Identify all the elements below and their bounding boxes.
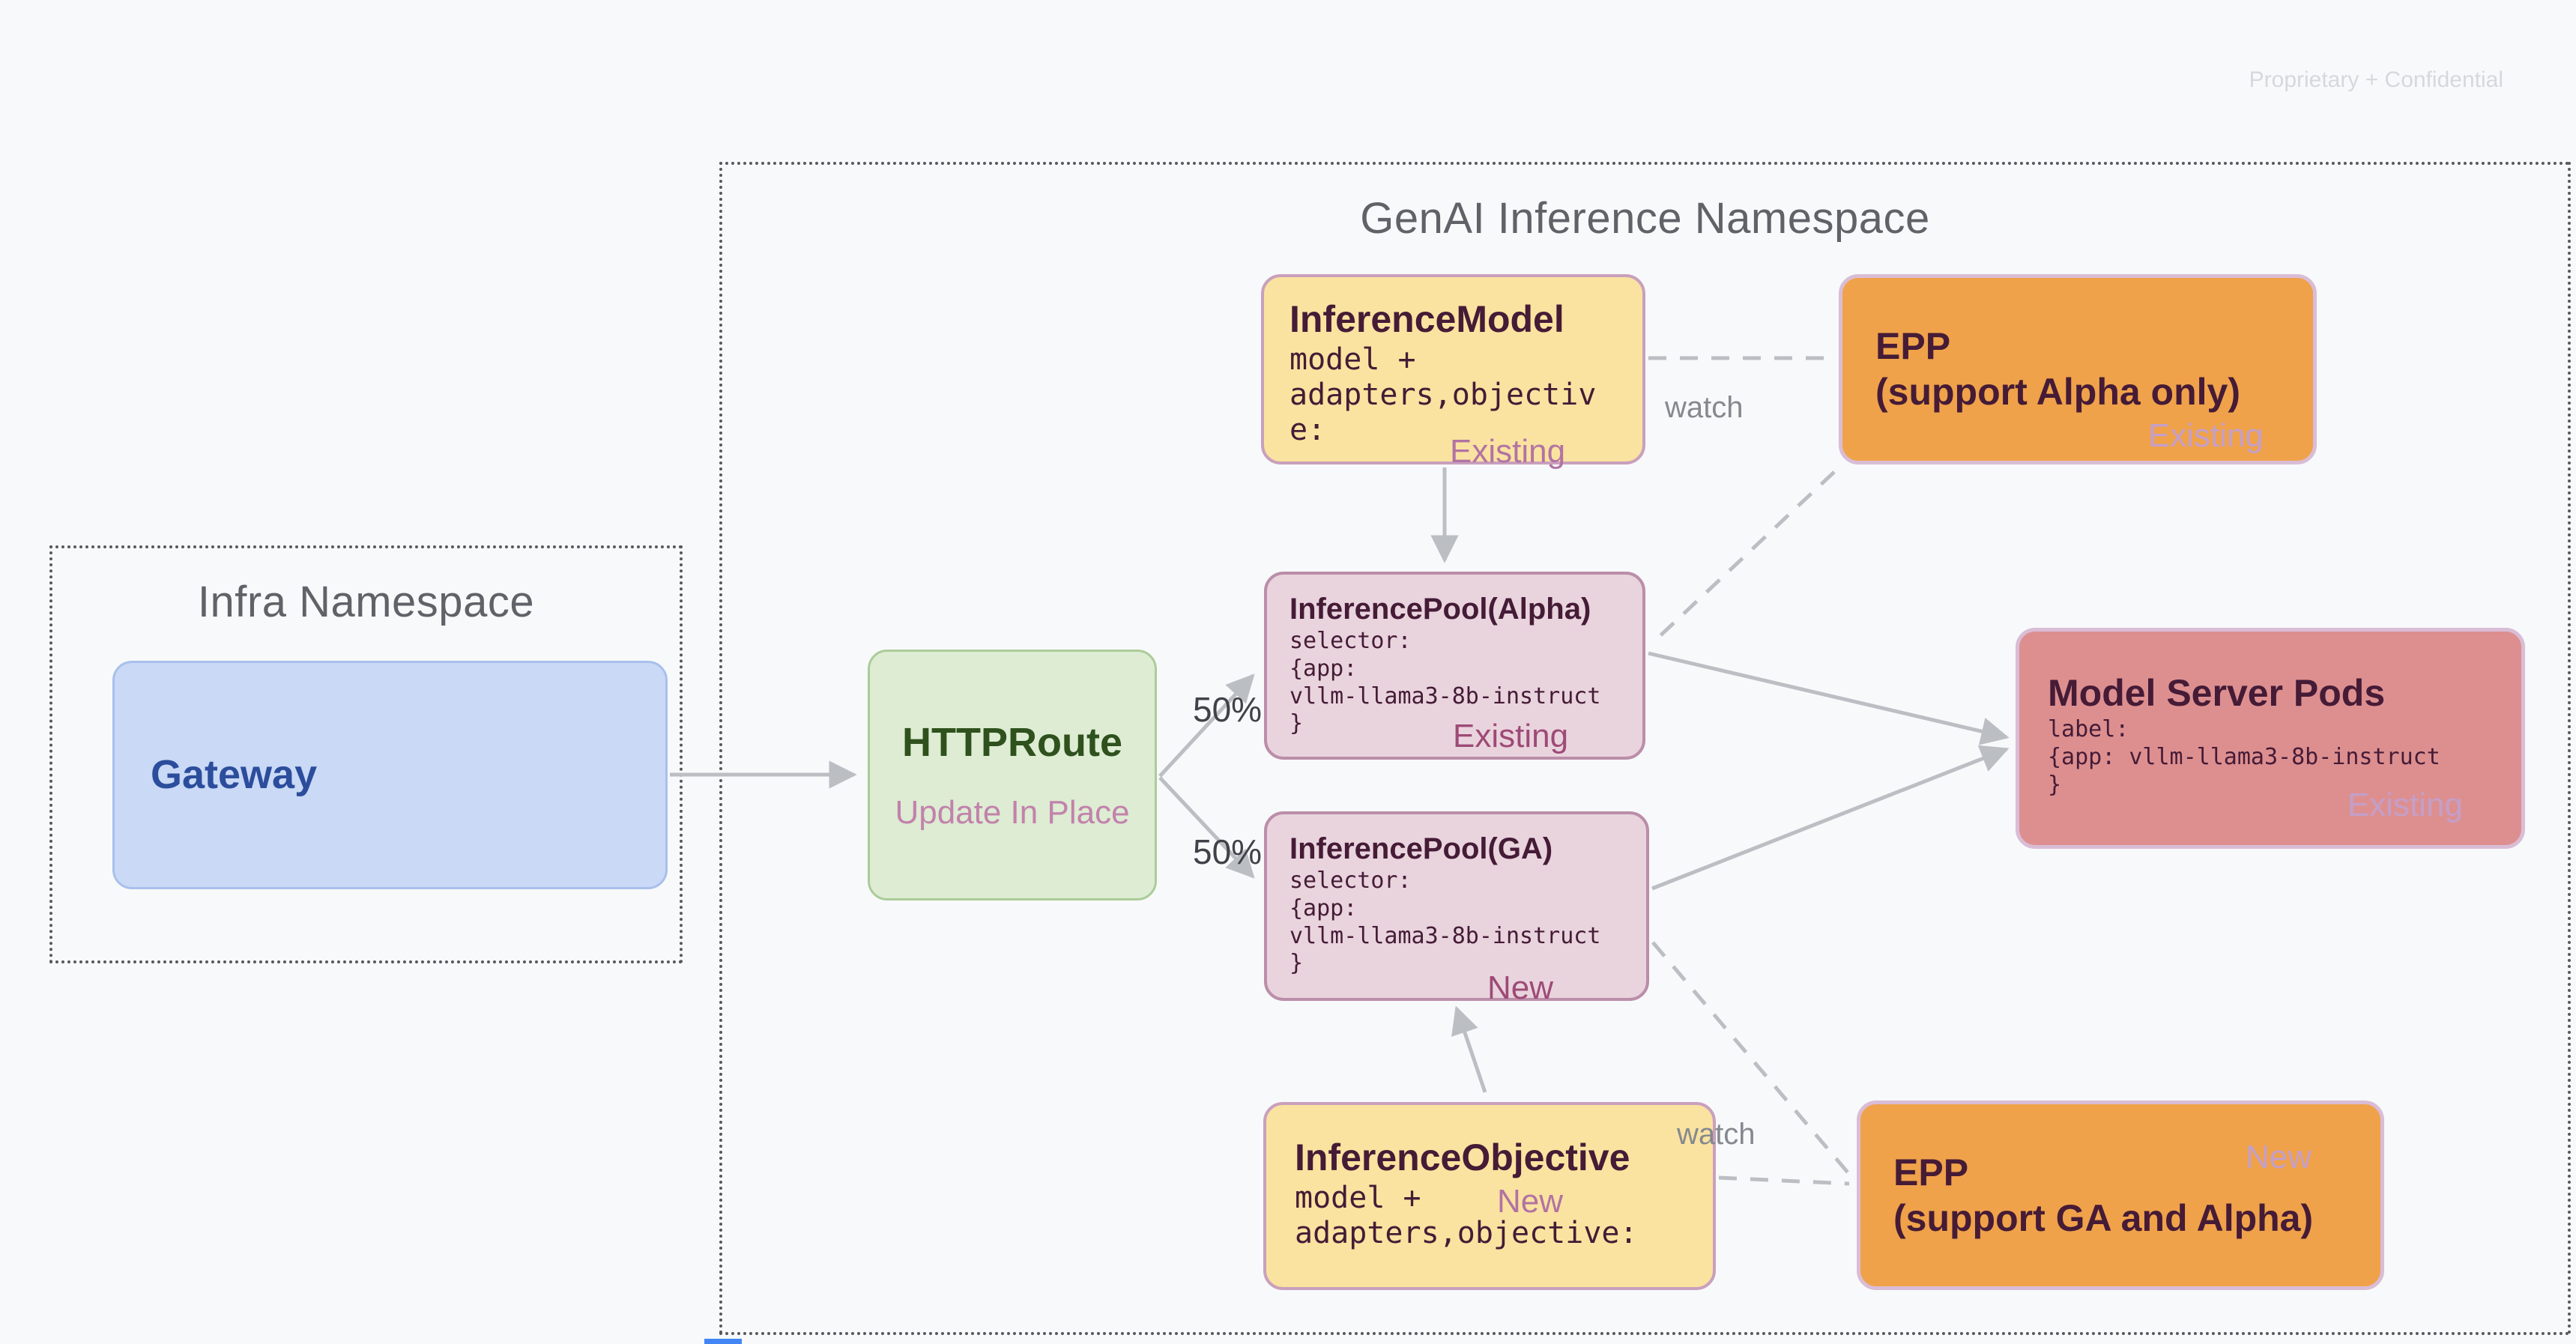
node-httproute[interactable]: HTTPRoute Update In Place	[868, 650, 1157, 900]
inference-pool-ga-title: InferencePool(GA)	[1289, 832, 1553, 865]
traffic-split-top-label: 50%	[1193, 690, 1263, 729]
inference-objective-status-badge: New	[1497, 1183, 1564, 1220]
inference-model-title: InferenceModel	[1289, 298, 1564, 340]
bottom-edge-artifact	[704, 1339, 742, 1344]
node-gateway[interactable]: Gateway	[112, 661, 668, 889]
genai-namespace-title: GenAI Inference Namespace	[1360, 194, 1930, 243]
infra-namespace-title: Infra Namespace	[197, 578, 535, 626]
epp-ga-title: EPP (support GA and Alpha)	[1893, 1151, 2314, 1239]
httproute-subtitle: Update In Place	[895, 794, 1130, 832]
model-server-pods-code: label: {app: vllm-llama3-8b-instruct }	[2048, 716, 2440, 798]
watch-top-label: watch	[1665, 391, 1744, 424]
node-inference-pool-ga[interactable]: InferencePool(GA) selector: {app: vllm-l…	[1264, 811, 1649, 1006]
inference-model-status-badge: Existing	[1450, 433, 1566, 470]
node-epp-alpha[interactable]: EPP (support Alpha only) Existing	[1839, 274, 2317, 464]
node-inference-model[interactable]: InferenceModel model + adapters,objectiv…	[1261, 274, 1645, 470]
group-infra-namespace[interactable]: Infra Namespace	[49, 545, 683, 963]
node-inference-pool-alpha[interactable]: InferencePool(Alpha) selector: {app: vll…	[1264, 572, 1645, 760]
group-genai-inference-namespace[interactable]: GenAI Inference Namespace	[719, 162, 2571, 1335]
httproute-title: HTTPRoute	[902, 719, 1122, 765]
node-model-server-pods[interactable]: Model Server Pods label: {app: vllm-llam…	[2016, 628, 2525, 849]
inference-pool-alpha-title: InferencePool(Alpha)	[1289, 593, 1591, 626]
epp-alpha-status-badge: Existing	[2147, 417, 2264, 454]
inference-objective-title: InferenceObjective	[1295, 1136, 1630, 1178]
confidentiality-watermark: Proprietary + Confidential	[2249, 67, 2503, 92]
inference-pool-ga-status-badge: New	[1487, 969, 1554, 1006]
gateway-title: Gateway	[151, 751, 318, 797]
epp-ga-status-badge: New	[2245, 1139, 2312, 1175]
model-server-pods-status-badge: Existing	[2347, 787, 2463, 823]
inference-model-code: model + adapters,objective:	[1289, 342, 1597, 447]
inference-pool-ga-code: selector: {app: vllm-llama3-8b-instruct …	[1289, 867, 1601, 977]
watch-bottom-label: watch	[1677, 1118, 1756, 1151]
inference-pool-alpha-code: selector: {app: vllm-llama3-8b-instruct …	[1289, 627, 1601, 737]
inference-objective-code: model + adapters,objective:	[1295, 1181, 1638, 1250]
node-inference-objective[interactable]: InferenceObjective model + adapters,obje…	[1263, 1102, 1716, 1290]
node-epp-ga[interactable]: EPP (support GA and Alpha) New	[1857, 1101, 2384, 1290]
traffic-split-bottom-label: 50%	[1193, 832, 1263, 871]
inference-pool-alpha-status-badge: Existing	[1453, 718, 1569, 754]
model-server-pods-title: Model Server Pods	[2048, 672, 2386, 714]
epp-alpha-title: EPP (support Alpha only)	[1875, 325, 2240, 413]
